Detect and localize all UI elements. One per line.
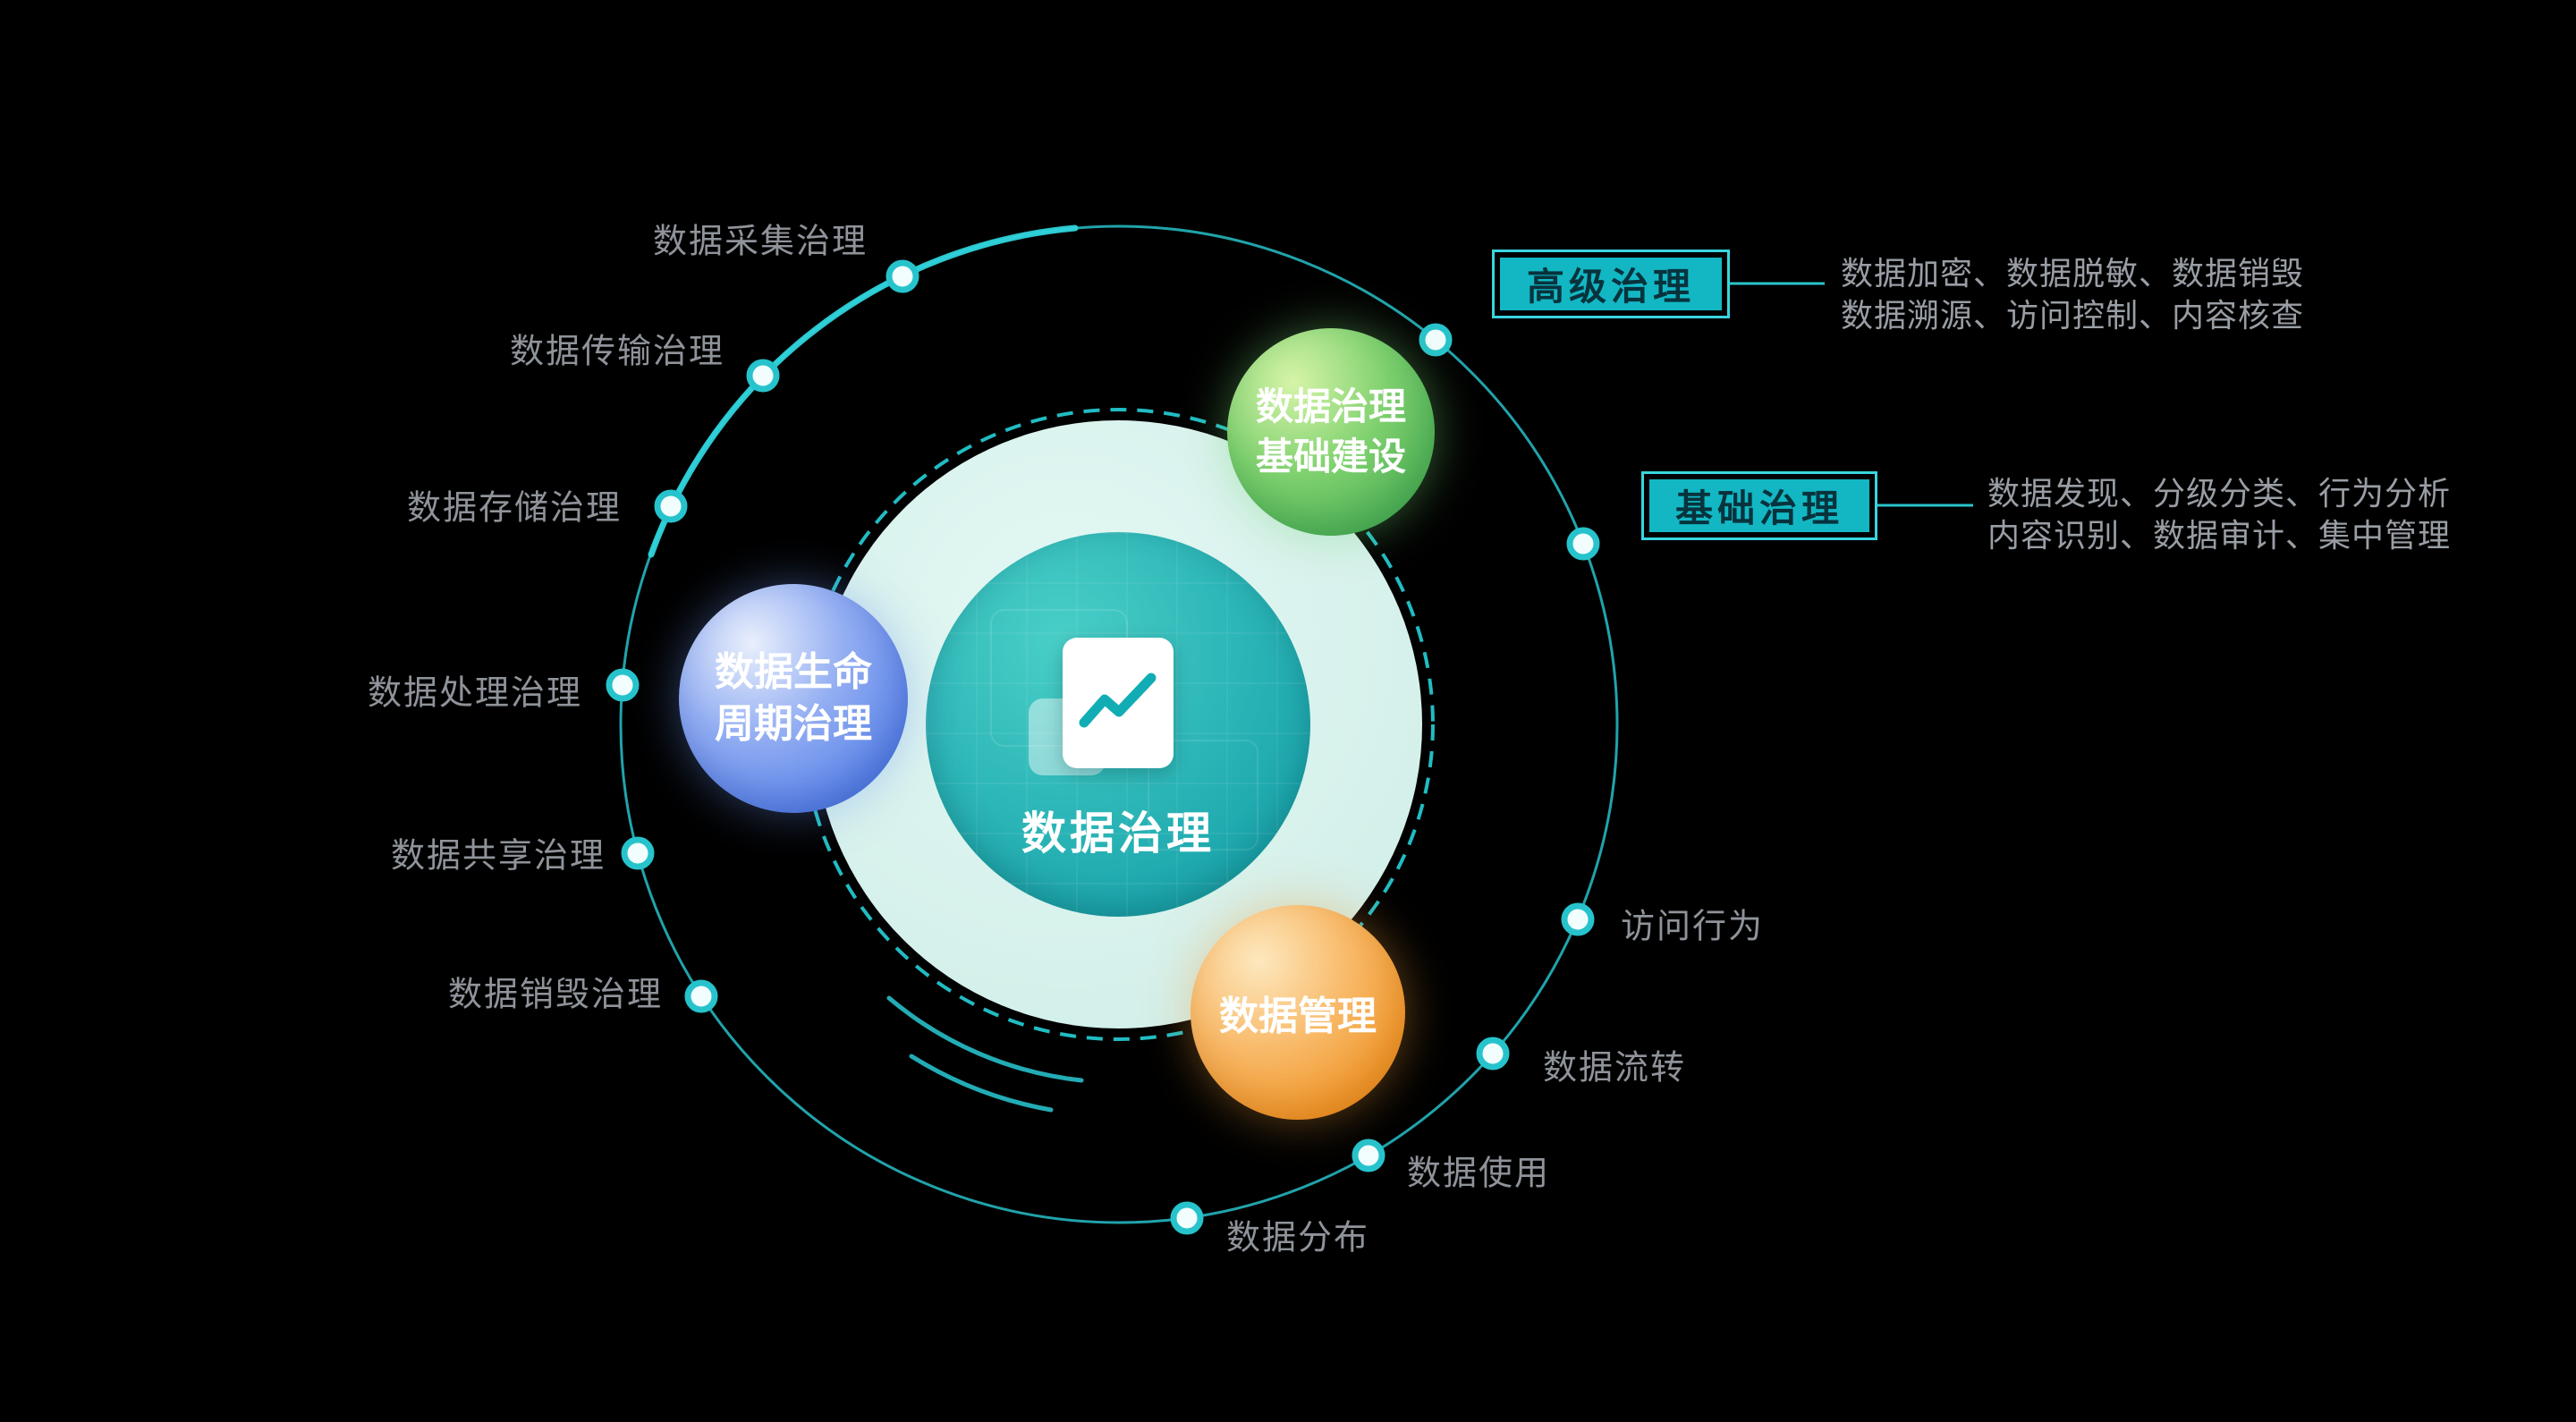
ring-node-dot-data-distribution	[1170, 1201, 1204, 1235]
bottom-deco-arc-1	[886, 995, 1084, 1083]
badge-label: 高级治理	[1500, 258, 1722, 310]
bubble-data-management: 数据管理	[1191, 905, 1405, 1120]
outer-ring	[619, 224, 1619, 1224]
bubble-label: 周期治理	[715, 702, 872, 746]
ring-node-dot-access-behavior	[1561, 902, 1595, 936]
ring-label-data-sharing-governance: 数据共享治理	[390, 837, 606, 876]
bubble-label: 数据生命	[715, 650, 872, 694]
description-line: 数据加密、数据脱敏、数据销毁	[1841, 255, 2305, 292]
bubble-data-lifecycle-governance: 数据生命 周期治理	[679, 584, 908, 813]
ring-node-dot-data-transmission	[746, 359, 780, 393]
document-chart-icon	[1029, 638, 1174, 775]
description-line: 数据溯源、访问控制、内容核查	[1841, 297, 2305, 334]
ring-node-dot-advanced	[1419, 323, 1453, 357]
ring-label-data-destruction-governance: 数据销毁治理	[447, 976, 664, 1014]
trend-line-icon	[1079, 673, 1157, 728]
ring-label-data-flow: 数据流转	[1542, 1049, 1687, 1088]
dashed-ring	[801, 408, 1435, 1041]
badge-basic-governance: 基础治理	[1641, 471, 1877, 540]
bubble-label: 数据治理	[1255, 385, 1406, 427]
ring-node-dot-data-processing	[606, 668, 640, 702]
ring-label-data-usage: 数据使用	[1406, 1155, 1551, 1193]
ring-node-dot-basic	[1566, 527, 1600, 561]
basic-governance-description: 数据发现、分级分类、行为分析 内容识别、数据审计、集中管理	[1987, 472, 2451, 556]
ring-node-dot-data-destruction	[684, 979, 718, 1013]
bubble-label: 基础建设	[1255, 436, 1406, 478]
ring-label-data-storage-governance: 数据存储治理	[406, 489, 623, 528]
badge-label: 基础治理	[1649, 479, 1869, 532]
outer-ring-highlight-arc	[648, 224, 1079, 558]
ring-node-dot-data-collection	[886, 259, 919, 293]
ring-node-dot-data-storage	[654, 489, 688, 523]
ring-node-dots	[606, 259, 1600, 1235]
badge-advanced-governance: 高级治理	[1492, 250, 1730, 318]
advanced-governance-description: 数据加密、数据脱敏、数据销毁 数据溯源、访问控制、内容核查	[1841, 252, 2304, 336]
bubble-label: 数据管理	[1219, 995, 1377, 1038]
icon-front-card	[1063, 638, 1174, 768]
ring-label-data-processing-governance: 数据处理治理	[367, 674, 583, 713]
description-line: 内容识别、数据审计、集中管理	[1987, 517, 2452, 554]
bubble-governance-infrastructure: 数据治理 基础建设	[1227, 328, 1435, 536]
ring-node-dot-data-usage	[1352, 1138, 1385, 1172]
ring-node-dot-data-flow	[1476, 1037, 1510, 1071]
ring-label-data-collection-governance: 数据采集治理	[652, 223, 869, 261]
ring-label-access-behavior: 访问行为	[1620, 908, 1765, 946]
center-title: 数据治理	[1021, 808, 1215, 859]
ring-label-data-distribution: 数据分布	[1225, 1219, 1370, 1257]
ring-label-data-transmission-governance: 数据传输治理	[509, 333, 725, 371]
description-line: 数据发现、分级分类、行为分析	[1987, 475, 2452, 512]
ring-node-dot-data-sharing	[621, 836, 655, 870]
bottom-deco-arc-2	[909, 1054, 1054, 1113]
